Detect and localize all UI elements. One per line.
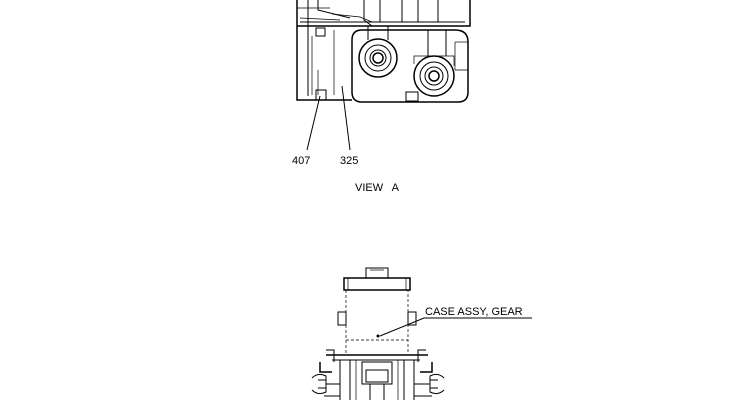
view-a-title: VIEW A — [355, 182, 400, 194]
case-assy-gear-assembly — [311, 267, 445, 400]
leader-line-case-assy — [379, 317, 532, 337]
view-a-assembly — [296, 0, 471, 103]
case-assy-gear-label: CASE ASSY, GEAR — [425, 306, 523, 318]
callout-325: 325 — [340, 155, 358, 167]
callout-407: 407 — [292, 155, 310, 167]
leader-lines-view-a — [306, 85, 351, 151]
